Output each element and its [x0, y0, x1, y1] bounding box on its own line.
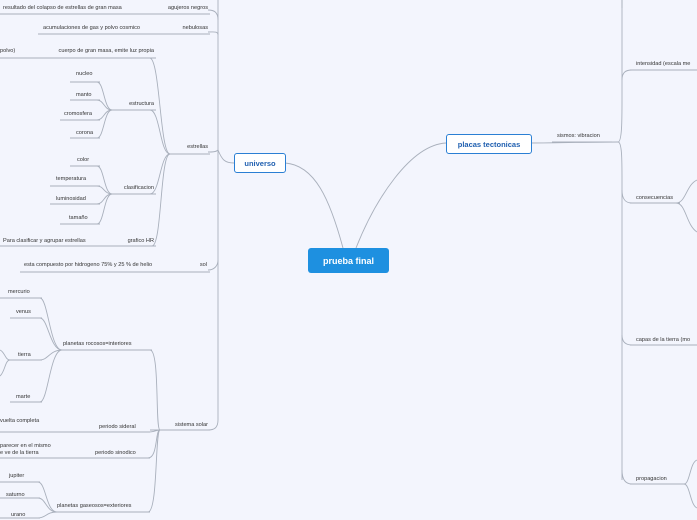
saturno-label[interactable]: saturno: [6, 492, 25, 498]
temperatura-label[interactable]: temperatura: [56, 176, 87, 182]
polvo-label: polvo): [0, 48, 16, 54]
propagacion-label[interactable]: propagacion: [636, 476, 667, 482]
sismos-label[interactable]: sismos: vibracion: [557, 133, 600, 139]
marte-label[interactable]: marte: [16, 394, 31, 400]
color-label[interactable]: color: [77, 157, 90, 163]
urano-label[interactable]: urano: [11, 512, 26, 518]
mercurio-label[interactable]: mercurio: [8, 289, 30, 295]
manto-label[interactable]: manto: [76, 92, 92, 98]
planetas-rocosos-label[interactable]: planetas rocosos=interiores: [63, 341, 132, 347]
luminosidad-label[interactable]: luminosidad: [56, 196, 86, 202]
nebulosas-description: acumulaciones de gas y polvo cosmico: [43, 25, 141, 31]
estructura-label[interactable]: estructura: [129, 101, 154, 107]
sistema-solar-label[interactable]: sistema solar: [175, 422, 208, 428]
tamano-label[interactable]: tamaño: [69, 215, 88, 221]
jupiter-label[interactable]: jupiter: [9, 473, 25, 479]
periodo-sinodico-label[interactable]: periodo sinodico: [95, 450, 136, 456]
central-topic[interactable]: prueba final: [308, 248, 389, 273]
sol-description: esta compuesto por hidrogeno 75% y 25 % …: [24, 262, 153, 268]
periodo-sinodico-description-1: parecer en el mismo: [0, 443, 51, 449]
estrellas-label[interactable]: estrellas: [187, 144, 208, 150]
nebulosas-label[interactable]: nebulosas: [182, 25, 208, 31]
cromosfera-label[interactable]: cromosfera: [64, 111, 92, 117]
grafico-hr-description: Para clasificar y agrupar estrellas: [3, 238, 86, 244]
periodo-sinodico-description-2: e ve de la tierra: [0, 450, 39, 456]
nucleo-label[interactable]: nucleo: [76, 71, 93, 77]
capas-tierra-label[interactable]: capas de la tierra (mo: [636, 337, 691, 343]
clasificacion-label[interactable]: clasificacion: [123, 185, 154, 191]
intensidad-label[interactable]: intensidad (escala me: [636, 61, 691, 67]
planetas-gaseosos-label[interactable]: planetas gaseosos=exteriores: [57, 503, 132, 509]
topic-universo[interactable]: universo: [234, 153, 286, 173]
sol-label[interactable]: sol: [199, 262, 207, 268]
venus-label[interactable]: venus: [16, 309, 31, 315]
estrellas-description: cuerpo de gran masa, emite luz propia: [58, 48, 154, 54]
topic-placas-tectonicas[interactable]: placas tectonicas: [446, 134, 532, 154]
tierra-label[interactable]: tierra: [18, 352, 31, 358]
grafico-hr-label[interactable]: grafico HR: [127, 238, 154, 244]
periodo-sideral-label[interactable]: periodo sideral: [99, 424, 136, 430]
agujeros-negros-description: resultado del colapso de estrellas de gr…: [3, 5, 122, 11]
consecuencias-label[interactable]: consecuencias: [636, 195, 674, 201]
vuelta-completa-description: vuelta completa: [0, 418, 40, 424]
agujeros-negros-label[interactable]: agujeros negros: [167, 5, 208, 11]
corona-label[interactable]: corona: [76, 130, 94, 136]
